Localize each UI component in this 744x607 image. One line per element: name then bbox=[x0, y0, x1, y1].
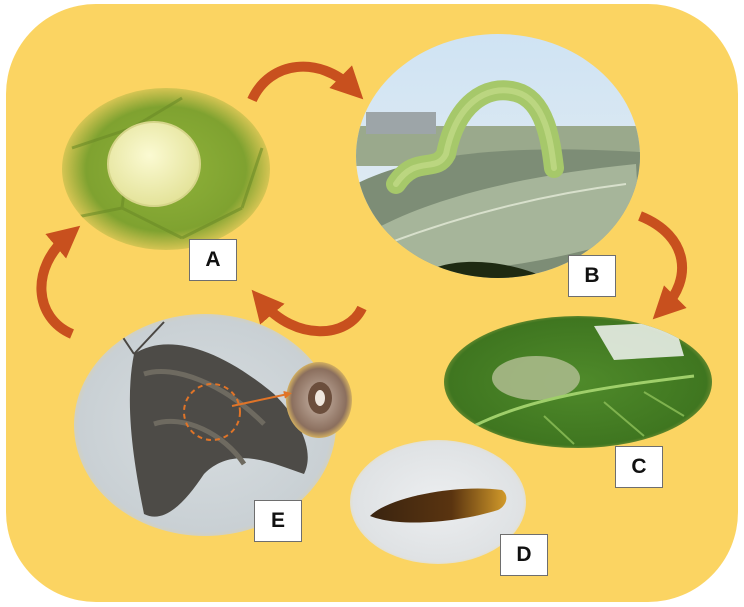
stage-b-label: B bbox=[568, 255, 616, 297]
arrow-c-to-e bbox=[262, 302, 362, 331]
arrow-detail-pointer bbox=[232, 394, 288, 406]
stage-d-label: D bbox=[500, 534, 548, 576]
stage-c-label: C bbox=[615, 446, 663, 488]
stage-a-label: A bbox=[189, 239, 237, 281]
arrow-e-to-a bbox=[41, 236, 72, 334]
stage-e-label: E bbox=[254, 500, 302, 542]
arrow-a-to-b bbox=[252, 67, 352, 100]
arrow-b-to-c bbox=[640, 216, 682, 308]
